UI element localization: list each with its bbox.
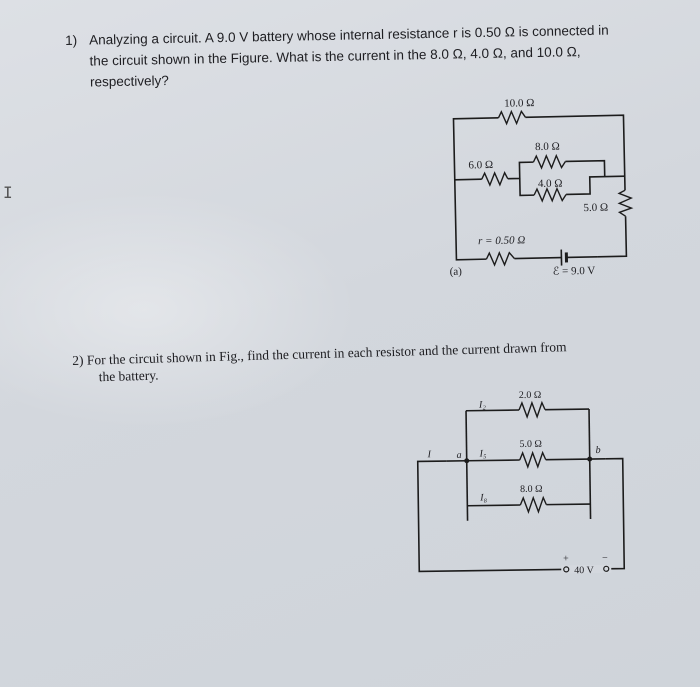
node-b-dot	[587, 456, 593, 462]
label-node-b: b	[596, 445, 601, 456]
label-8-ohm: 8.0 Ω	[535, 141, 560, 154]
label-part-a: (a)	[450, 266, 463, 278]
text-cursor-icon: I	[3, 183, 13, 202]
resistor-10-ohm	[497, 109, 527, 126]
resistor-8-ohm-b	[519, 495, 547, 514]
label-5-ohm-b: 5.0 Ω	[519, 439, 542, 450]
label-battery-minus: −	[602, 553, 608, 564]
label-battery-plus: +	[563, 553, 569, 564]
label-4-ohm: 4.0 Ω	[538, 178, 563, 191]
resistor-2-ohm	[518, 400, 546, 419]
battery-gap	[561, 564, 612, 574]
label-node-a: a	[457, 450, 462, 461]
label-internal-resistance: r = 0.50 Ω	[478, 234, 525, 247]
label-emf: ℰ = 9.0 V	[553, 265, 596, 278]
battery-terminal-plus	[563, 566, 570, 573]
label-2-ohm: 2.0 Ω	[519, 390, 542, 401]
resistor-4-ohm	[533, 186, 567, 203]
label-8-ohm-b: 8.0 Ω	[520, 484, 543, 495]
label-current-i8: I₈	[479, 492, 487, 503]
battery-terminal-minus	[603, 565, 610, 572]
node-a-dot	[464, 458, 470, 464]
label-battery: 40 V	[574, 565, 594, 576]
label-current-i2: I₂	[478, 399, 486, 410]
label-10-ohm: 10.0 Ω	[504, 97, 534, 110]
resistor-6-ohm	[481, 171, 509, 187]
resistor-8-ohm	[532, 153, 566, 170]
resistor-internal	[485, 251, 515, 267]
label-current-i5: I₅	[479, 448, 487, 459]
light-glare	[0, 190, 360, 430]
resistor-5-ohm-b	[519, 450, 547, 469]
label-6-ohm: 6.0 Ω	[468, 159, 493, 172]
resistor-5-ohm	[617, 189, 634, 217]
label-current-total: I	[427, 449, 432, 460]
label-5-ohm: 5.0 Ω	[583, 202, 608, 215]
